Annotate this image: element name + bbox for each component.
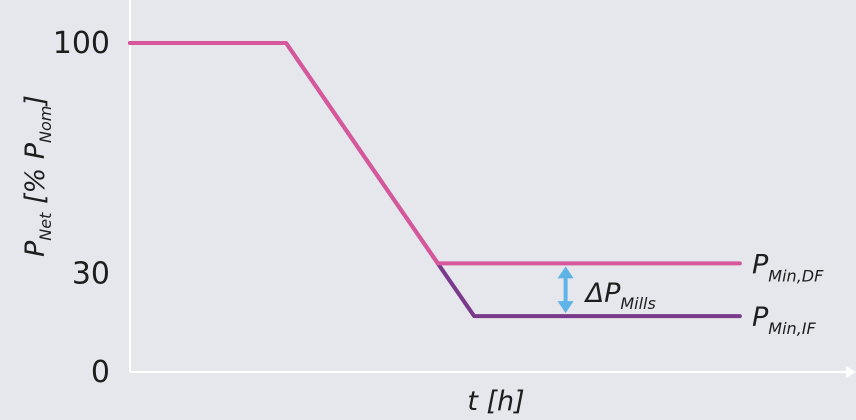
y-tick-label: 100 <box>53 26 110 61</box>
series-line-if <box>128 41 742 319</box>
delta-p-annotation: ΔPMills <box>557 266 656 314</box>
series-line-df <box>128 41 742 266</box>
y-tick-label: 0 <box>91 355 110 390</box>
series-label-df: PMin,DF <box>752 249 824 285</box>
labels: PMin,DF PMin,IF t [h] PNet [% PNom] <box>20 95 824 417</box>
series-layer <box>128 41 742 319</box>
delta-arrow-head-up <box>557 266 574 279</box>
y-axis-label: PNet [% PNom] <box>20 95 55 257</box>
y-tick-label: 30 <box>72 256 110 291</box>
series-label-if: PMin,IF <box>752 302 816 338</box>
delta-p-label: ΔPMills <box>584 278 656 313</box>
x-axis-label: t [h] <box>467 386 524 417</box>
x-axis-arrowhead <box>846 366 856 378</box>
axes: 100 30 0 <box>53 0 856 390</box>
delta-arrow-head-down <box>557 301 574 314</box>
